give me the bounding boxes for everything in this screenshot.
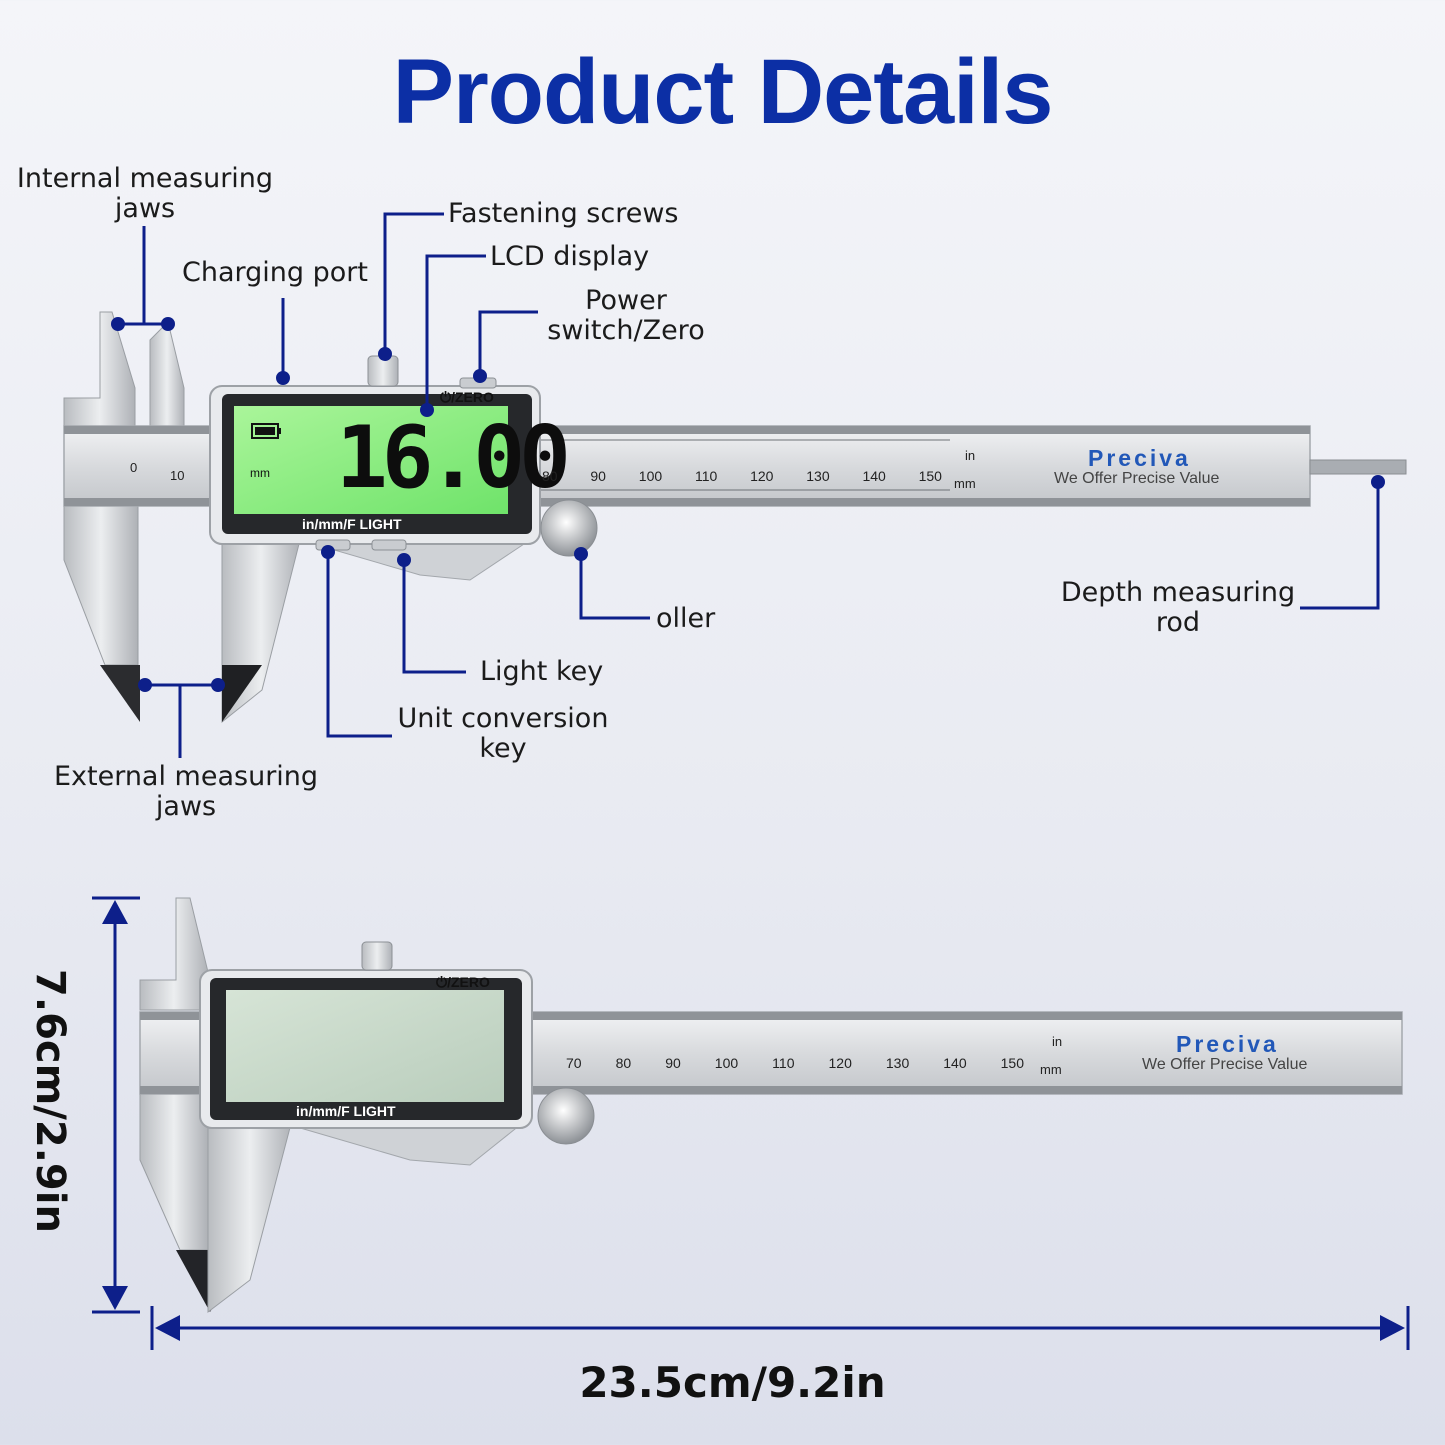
scale-tick-label: 80: [615, 1055, 632, 1071]
label-light-key: Light key: [480, 656, 604, 687]
jaw-scale-0: 0: [130, 460, 138, 475]
brand-logo-top: Preciva: [1088, 445, 1191, 471]
mm-scale-bottom: 70 80 90 100 110 120 130 140 150: [566, 1055, 1024, 1071]
mm-scale-top: 80 90 100 110 120 130 140 150: [542, 468, 942, 484]
brand-slogan-bottom: We Offer Precise Value: [1142, 1056, 1308, 1073]
label-internal-jaws: Internal measuring jaws: [16, 163, 274, 224]
lcd-unit: mm: [250, 466, 270, 480]
scale-tick-label: 130: [806, 468, 830, 484]
dimension-arrows: [92, 896, 1410, 1350]
scale-tick-label: 120: [828, 1055, 852, 1071]
scale-tick-label: 70: [566, 1055, 582, 1071]
label-depth-rod: Depth measuring rod: [1060, 577, 1296, 638]
scale-tick-label: 80: [542, 468, 558, 484]
scale-tick-label: 90: [590, 468, 606, 484]
scale-tick-label: 130: [885, 1055, 910, 1071]
scale-tick-label: 100: [714, 1055, 739, 1071]
lcd-readout: 16.00: [336, 408, 571, 508]
page-title: Product Details: [392, 41, 1054, 143]
keys-label-bottom: in/mm/F LIGHT: [296, 1103, 396, 1119]
scale-tick-label: 100: [638, 468, 663, 484]
zero-button-label-bottom: ⏻/ZERO: [436, 974, 490, 990]
scale-tick-label: 140: [862, 468, 886, 484]
scale-tick-label: 120: [750, 468, 774, 484]
brand-slogan-top: We Offer Precise Value: [1054, 470, 1220, 487]
label-roller: oller: [656, 603, 716, 634]
length-dimension: 23.5cm/9.2in: [579, 1358, 886, 1407]
unit-in-top: in: [965, 448, 976, 463]
scale-tick-label: 90: [665, 1055, 681, 1071]
caliper-top: [63, 311, 1407, 724]
jaw-scale-10: 10: [170, 468, 185, 483]
label-fastening-screws: Fastening screws: [448, 198, 679, 229]
scale-tick-label: 140: [943, 1055, 967, 1071]
leader-dots: [111, 317, 1385, 692]
scale-tick-label: 150: [1000, 1055, 1024, 1071]
caliper-bottom: [139, 897, 1403, 1314]
label-external-jaws: External measuring jaws: [53, 761, 319, 822]
keys-label: in/mm/F LIGHT: [302, 516, 402, 532]
unit-in-bottom: in: [1052, 1034, 1063, 1049]
unit-mm-top: mm: [954, 476, 976, 491]
unit-mm-bottom: mm: [1040, 1062, 1062, 1077]
label-charging-port: Charging port: [182, 257, 368, 288]
label-unit-key: Unit conversion key: [397, 703, 609, 764]
scale-tick-label: 110: [772, 1055, 795, 1071]
scale-tick-label: 150: [918, 468, 942, 484]
label-power-switch: Power switch/Zero: [547, 285, 705, 346]
leader-lines: [118, 212, 1380, 758]
label-lcd-display: LCD display: [490, 241, 650, 272]
zero-button-label: ⏻/ZERO: [440, 389, 494, 405]
scale-tick-label: 110: [694, 468, 718, 484]
height-dimension: 7.6cm/2.9in: [27, 969, 73, 1233]
brand-logo-bottom: Preciva: [1176, 1031, 1279, 1057]
